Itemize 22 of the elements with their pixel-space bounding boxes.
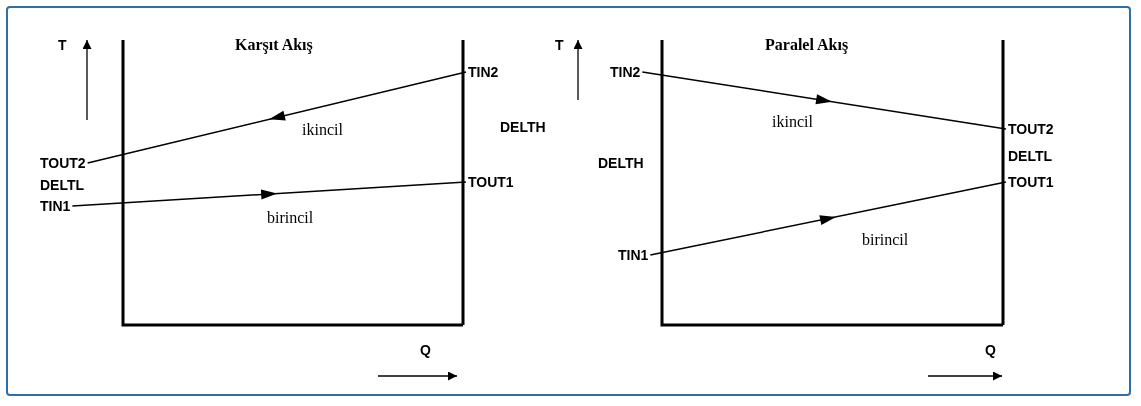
axis-label: T [58,37,67,53]
flow-line [86,71,467,164]
temperature-label: TOUT2 [1008,121,1054,137]
delta-label: DELTL [1008,148,1053,164]
chart-title: Karşıt Akış [235,36,313,54]
axis-label: T [555,37,564,53]
temperature-label: TIN2 [468,64,499,80]
delta-label: DELTH [500,119,546,135]
flow-line [71,181,467,207]
temperature-label: TIN2 [610,64,641,80]
delta-label: DELTH [598,155,644,171]
temperature-label: TIN1 [40,198,71,214]
flow-line [649,181,1007,256]
chart-title: Paralel Akış [765,36,849,54]
axis-label: Q [420,342,431,358]
temperature-label: TOUT1 [468,174,514,190]
temperature-label: TOUT1 [1008,174,1054,190]
temperature-label: TIN1 [618,247,649,263]
flow-line [641,71,1007,130]
temperature-label: TOUT2 [40,155,86,171]
axis-label: Q [985,342,996,358]
delta-label: DELTL [40,177,85,193]
